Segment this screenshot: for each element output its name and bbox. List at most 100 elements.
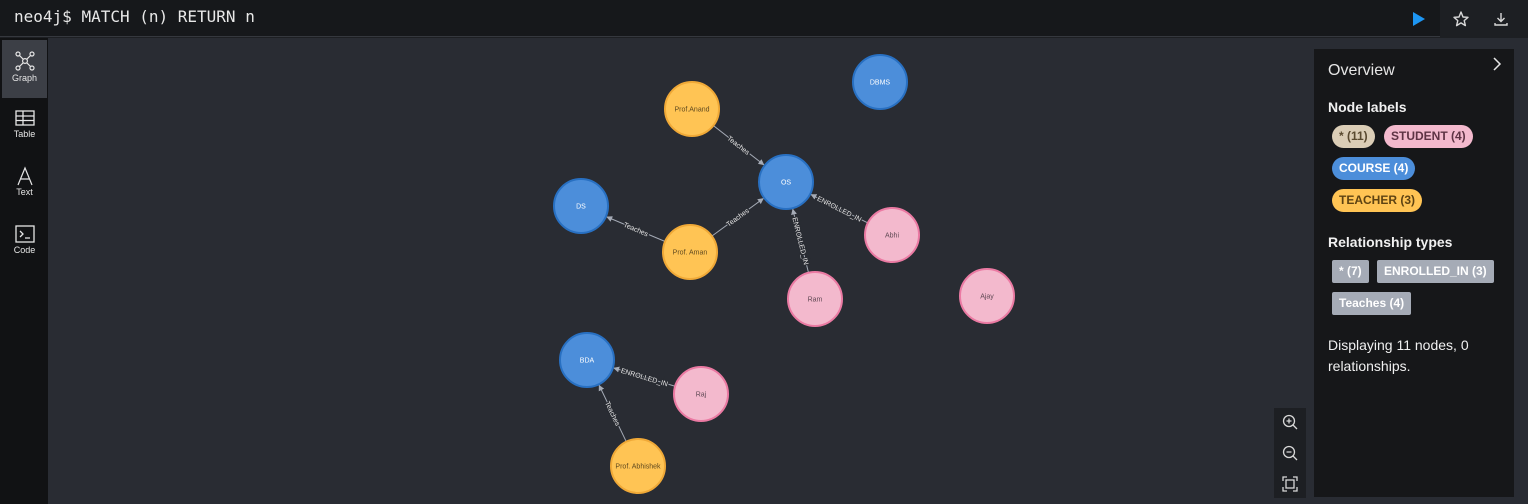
zoom-out-button[interactable] [1280,443,1300,463]
graph-node-dbms[interactable]: DBMS [852,54,908,110]
node-caption: Ajay [980,294,994,301]
zoom-controls [1274,408,1306,498]
graph-node-ram[interactable]: Ram [787,271,843,327]
node-circle[interactable] [673,366,729,422]
node-caption: OS [781,180,791,187]
relationship-line[interactable] [713,125,765,166]
graph-node-raj[interactable]: Raj [673,366,729,422]
relationship-edge[interactable]: Teaches [711,198,764,237]
relationship-label: ENROLLED_IN [816,196,863,224]
relationship-edge[interactable]: Teaches [606,216,666,242]
table-icon [14,110,35,126]
display-summary: Displaying 11 nodes, 0 relationships. [1328,337,1469,374]
overview-title: Overview [1328,62,1395,79]
text-icon [16,166,33,186]
graph-node-bda[interactable]: BDA [559,332,615,388]
node-caption: Prof.Anand [674,107,709,114]
sidebar-item-label: Graph [11,73,37,83]
zoom-out-icon [1282,445,1298,461]
relationship-label: Teaches [726,135,751,157]
sidebar-item-graph[interactable]: Graph [2,40,47,98]
graph-visualization[interactable]: TeachesTeachesTeachesENROLLED_INENROLLED… [48,38,1313,504]
query-text[interactable]: neo4j$ MATCH (n) RETURN n [14,7,255,26]
node-circle[interactable] [559,332,615,388]
rel-type-enrolled-in[interactable]: ENROLLED_IN (3) [1377,260,1494,283]
query-input[interactable]: MATCH (n) RETURN n [81,7,255,26]
graph-node-ajay[interactable]: Ajay [959,268,1015,324]
node-caption: Ram [808,297,823,304]
graph-icon [14,51,35,71]
node-caption: DS [576,204,586,211]
sidebar-item-label: Text [16,187,33,197]
play-icon [1413,12,1425,26]
node-circle[interactable] [787,271,843,327]
rel-type-teaches[interactable]: Teaches (4) [1332,292,1412,315]
relationship-line[interactable] [606,216,666,242]
prompt-label: neo4j$ [14,7,72,26]
relationship-line[interactable] [810,194,869,224]
relationship-edge[interactable]: Teaches [598,384,627,442]
node-label-teacher[interactable]: TEACHER (3) [1332,189,1423,212]
graph-node-abhi[interactable]: Abhi [864,207,920,263]
node-caption: Abhi [885,233,899,240]
node-circle[interactable] [664,81,720,137]
node-caption: Raj [696,392,707,399]
view-sidebar: Graph Table Text Code [0,38,48,504]
code-icon [14,225,35,243]
download-icon [1494,13,1508,26]
run-button[interactable] [1406,8,1430,30]
relationship-types-heading: Relationship types [1328,234,1453,250]
node-circle[interactable] [662,224,718,280]
relationship-label: Teaches [603,401,621,428]
node-caption: DBMS [870,80,891,87]
query-editor[interactable]: neo4j$ MATCH (n) RETURN n [0,0,1440,37]
relationship-edge[interactable]: ENROLLED_IN [810,194,869,225]
node-circle[interactable] [852,54,908,110]
favorite-button[interactable] [1450,8,1472,30]
node-circle[interactable] [553,178,609,234]
graph-node-aman[interactable]: Prof. Aman [662,224,718,280]
sidebar-item-label: Table [13,129,36,139]
node-circle[interactable] [610,438,666,494]
zoom-in-button[interactable] [1280,412,1300,432]
relationship-label: Teaches [726,207,752,228]
download-button[interactable] [1490,8,1512,30]
node-circle[interactable] [864,207,920,263]
sidebar-item-code[interactable]: Code [2,214,47,272]
zoom-in-icon [1282,414,1298,430]
fit-view-icon [1282,476,1298,492]
graph-node-abhishek[interactable]: Prof. Abhishek [610,438,666,494]
graph-node-ds[interactable]: DS [553,178,609,234]
node-circle[interactable] [758,154,814,210]
relationship-line[interactable] [791,208,809,273]
node-caption: Prof. Abhishek [615,464,661,471]
fit-view-button[interactable] [1280,474,1300,494]
chevron-right-icon [1493,57,1502,71]
relationship-edge[interactable]: Teaches [713,125,765,166]
graph-node-anand[interactable]: Prof.Anand [664,81,720,137]
node-label-course[interactable]: COURSE (4) [1332,157,1416,180]
node-circle[interactable] [959,268,1015,324]
relationship-edge[interactable]: ENROLLED_IN [789,208,810,273]
relationship-line[interactable] [711,198,764,237]
node-caption: Prof. Aman [673,250,708,257]
sidebar-item-text[interactable]: Text [2,156,47,214]
node-label-student[interactable]: STUDENT (4) [1384,125,1473,148]
relationship-label: ENROLLED_IN [620,368,669,389]
overview-panel: Overview Node labels * (11) STUDENT (4) … [1314,49,1514,497]
node-caption: BDA [580,358,595,365]
sidebar-item-table[interactable]: Table [2,98,47,156]
rel-type-all[interactable]: * (7) [1332,260,1369,283]
node-label-all[interactable]: * (11) [1332,125,1375,148]
star-icon [1453,11,1469,27]
sidebar-item-label: Code [13,245,36,255]
relationship-label: Teaches [622,222,649,239]
collapse-overview-button[interactable] [1489,56,1505,72]
graph-node-os[interactable]: OS [758,154,814,210]
relationship-line[interactable] [598,384,627,442]
query-bar: neo4j$ MATCH (n) RETURN n [0,0,1528,38]
node-labels-heading: Node labels [1328,99,1407,115]
relationship-edge[interactable]: ENROLLED_IN [613,366,676,390]
relationship-line[interactable] [613,366,676,387]
